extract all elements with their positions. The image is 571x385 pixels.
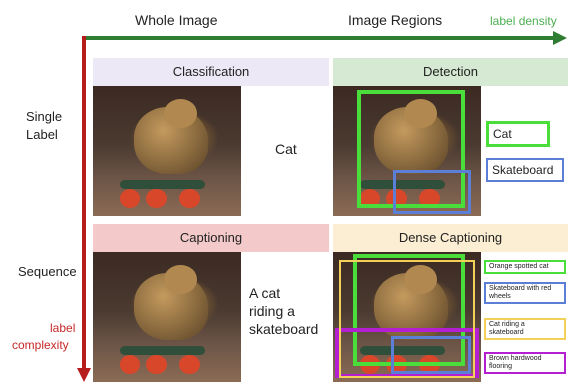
- label-complexity-arrow: [82, 36, 86, 371]
- single-label-line-2: Label: [26, 127, 58, 142]
- classification-photo: [93, 86, 241, 216]
- cat-bounding-box: [357, 90, 465, 208]
- dense-caption-skateboard: Skateboard with red wheels: [484, 282, 566, 304]
- dense-caption-cat: Orange spotted cat: [484, 260, 566, 274]
- image-regions-header: Image Regions: [348, 12, 443, 28]
- label-density-arrow: [86, 36, 556, 40]
- label-complexity-label: label complexity: [12, 320, 75, 354]
- label-complexity-line-2: complexity: [12, 338, 69, 352]
- label-complexity-arrowhead: [77, 368, 91, 382]
- dense-caption-action: Cat riding a skateboard: [484, 318, 566, 340]
- single-label-row-label: Single Label: [26, 108, 62, 144]
- dense-captioning-panel: Dense Captioning Orange spotted cat Skat…: [333, 224, 568, 382]
- dense-captioning-title: Dense Captioning: [333, 224, 568, 252]
- captioning-photo: [93, 252, 241, 382]
- captioning-panel: Captioning A cat riding a skateboard: [93, 224, 329, 382]
- dense-action-box: [339, 260, 475, 378]
- captioning-title: Captioning: [93, 224, 329, 252]
- classification-panel: Classification Cat: [93, 58, 329, 216]
- label-density-arrowhead: [553, 31, 567, 45]
- label-density-label: label density: [490, 14, 557, 28]
- dense-skateboard-box: [391, 336, 471, 374]
- dense-cat-box: [353, 254, 465, 366]
- caption-line-3: skateboard: [249, 321, 319, 337]
- caption-line-2: riding a: [249, 303, 295, 319]
- sequence-row-label: Sequence: [18, 264, 77, 279]
- detection-skateboard-tag: Skateboard: [486, 158, 564, 182]
- caption-line-1: A cat: [249, 285, 281, 301]
- detection-cat-tag: Cat: [486, 121, 550, 147]
- whole-image-header: Whole Image: [135, 12, 218, 28]
- single-label-line-1: Single: [26, 109, 63, 124]
- caption-text: A cat riding a skateboard: [249, 284, 318, 338]
- classification-title: Classification: [93, 58, 329, 86]
- label-complexity-line-1: label: [50, 321, 76, 335]
- classification-label: Cat: [275, 141, 297, 157]
- skateboard-bounding-box: [393, 170, 471, 214]
- detection-panel: Detection Cat Skateboard: [333, 58, 568, 216]
- detection-title: Detection: [333, 58, 568, 86]
- dense-caption-floor: Brown hardwood flooring: [484, 352, 566, 374]
